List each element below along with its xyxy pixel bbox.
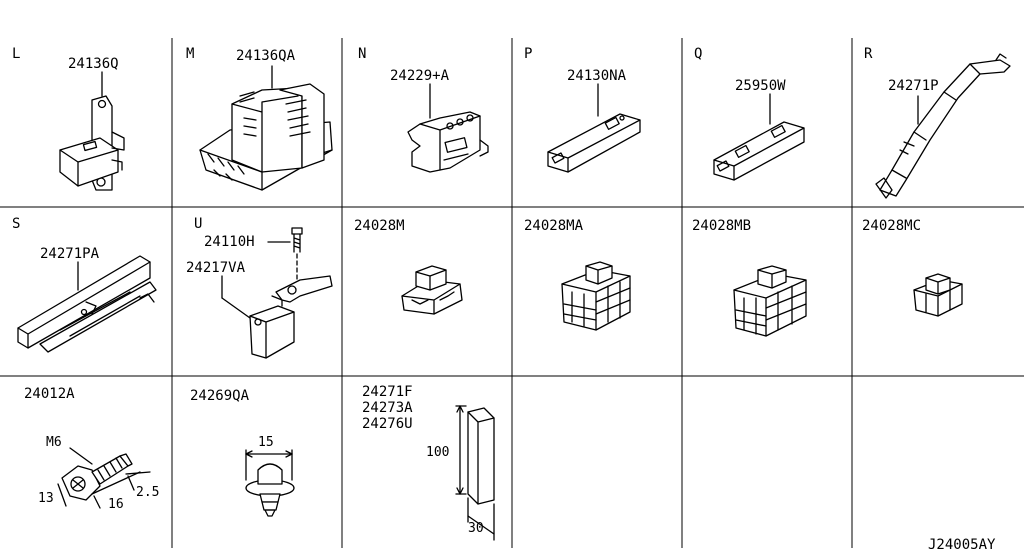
cell-24269qa: 24269QA 15 bbox=[190, 388, 295, 517]
cell-letter: R bbox=[864, 46, 873, 62]
length-dimension: 16 bbox=[108, 497, 124, 512]
part-number: 24130NA bbox=[567, 68, 627, 84]
part-number: 24273A bbox=[362, 400, 413, 416]
cell-24012a: 24012A M6 13 16 2.5 bbox=[24, 386, 159, 512]
protector-24271p-drawing bbox=[875, 53, 1011, 199]
cell-letter: S bbox=[12, 216, 20, 232]
part-number: 24136Q bbox=[68, 56, 119, 72]
part-number: 24271F bbox=[362, 384, 413, 400]
clip-width-dimension: 15 bbox=[258, 435, 274, 450]
cell-letter: U bbox=[194, 216, 202, 232]
part-number: 25950W bbox=[735, 78, 786, 94]
protector-24271pa-drawing bbox=[17, 255, 157, 353]
cell-24028ma: 24028MA bbox=[524, 218, 631, 331]
cell-letter: M bbox=[186, 46, 194, 62]
cell-S: S 24271PA bbox=[12, 216, 157, 353]
part-number: 24276U bbox=[362, 416, 413, 432]
part-number: 24217VA bbox=[186, 260, 246, 276]
part-number: 24136QA bbox=[236, 48, 296, 64]
head-dimension: 13 bbox=[38, 491, 54, 506]
cell-P: P 24130NA bbox=[524, 46, 641, 173]
cell-24028mb: 24028MB bbox=[692, 218, 807, 337]
cell-24028mc: 24028MC bbox=[862, 218, 963, 317]
cell-L: L 24136Q bbox=[12, 46, 125, 191]
pad-width-dimension: 30 bbox=[468, 521, 484, 536]
bolt-24012a-drawing bbox=[57, 447, 151, 509]
connector-24028ma-drawing bbox=[561, 261, 631, 331]
connector-24028mb-drawing bbox=[733, 265, 807, 337]
cell-N: N 24229+A bbox=[358, 46, 489, 173]
cell-24028m: 24028M bbox=[354, 218, 463, 315]
part-number: 24271PA bbox=[40, 246, 100, 262]
part-number: 24028M bbox=[354, 218, 405, 234]
connector-24028m-drawing bbox=[401, 265, 463, 315]
part-number: 24028MC bbox=[862, 218, 921, 234]
part-number: 24229+A bbox=[390, 68, 450, 84]
pad-24271f-drawing bbox=[455, 405, 495, 541]
thread-label: M6 bbox=[46, 435, 62, 450]
connector-24130na-drawing bbox=[547, 83, 641, 173]
diagram-code: J24005AY bbox=[928, 537, 996, 553]
part-number: 24269QA bbox=[190, 388, 250, 404]
cell-Q: Q 25950W bbox=[694, 46, 805, 181]
connector-25950w-drawing bbox=[713, 93, 805, 181]
tip-dimension: 2.5 bbox=[136, 485, 159, 500]
cell-R: R 24271P bbox=[864, 46, 1011, 199]
part-number: 24028MA bbox=[524, 218, 584, 234]
clip-24269qa-drawing bbox=[245, 449, 295, 517]
cell-M: M 24136QA bbox=[186, 46, 333, 191]
part-number: 24110H bbox=[204, 234, 255, 250]
cell-letter: Q bbox=[694, 46, 702, 62]
clip-24229a-drawing bbox=[407, 83, 489, 173]
connector-24028mc-drawing bbox=[913, 273, 963, 317]
part-number: 24271P bbox=[888, 78, 939, 94]
cell-letter: P bbox=[524, 46, 532, 62]
cell-24271f: 24271F 24273A 24276U 100 30 bbox=[362, 384, 495, 541]
bracket-24136q-drawing bbox=[59, 71, 125, 191]
protector-24136qa-drawing bbox=[199, 65, 333, 191]
pad-length-dimension: 100 bbox=[426, 445, 449, 460]
grid-lines bbox=[0, 38, 1024, 548]
part-number: 24028MB bbox=[692, 218, 751, 234]
cell-U: U 24110H 24217VA bbox=[186, 216, 333, 359]
cell-letter: L bbox=[12, 46, 20, 62]
part-number: 24012A bbox=[24, 386, 75, 402]
cell-letter: N bbox=[358, 46, 366, 62]
bracket-24217va-drawing bbox=[221, 227, 333, 359]
